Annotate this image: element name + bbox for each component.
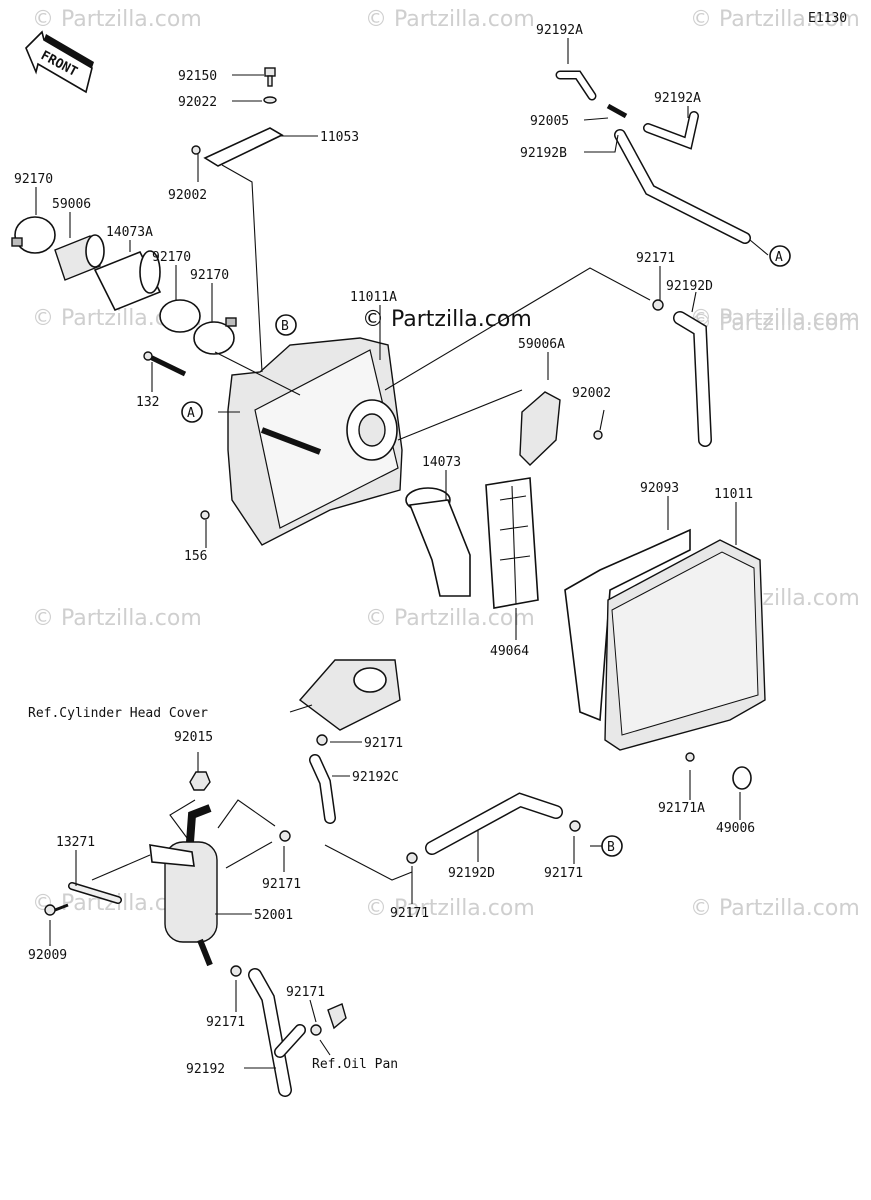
gasket-icon [564, 528, 691, 722]
hose-icon [614, 129, 751, 244]
clip-icon [316, 734, 328, 746]
callout-letter: B [281, 319, 289, 334]
part-label: 92150 [178, 69, 217, 84]
callout-circle [601, 835, 623, 857]
watermark: © Partzilla.com [690, 896, 860, 921]
callout-circle [181, 401, 203, 423]
part-label: 11011 [714, 487, 753, 502]
clamp-icon [14, 216, 56, 254]
part-label: Ref.Cylinder Head Cover [28, 706, 208, 721]
watermark: © Partzilla.com [365, 7, 535, 32]
watermark: © Partzilla.com [32, 606, 202, 631]
part-label: 92192A [536, 23, 583, 38]
part-label: 92022 [178, 95, 217, 110]
part-label: 92171 [390, 906, 429, 921]
bolt-icon [44, 904, 56, 916]
clip-icon [406, 852, 418, 864]
leader-lines [35, 38, 769, 1069]
part-label: 11011A [350, 290, 397, 305]
part-label: 92171A [658, 801, 705, 816]
part-label: 156 [184, 549, 207, 564]
part-label: 11053 [320, 130, 359, 145]
clip-icon [279, 830, 291, 842]
front-arrow-icon: FRONT [25, 30, 94, 94]
watermark: © Partzilla.com [365, 896, 535, 921]
part-label: 92005 [530, 114, 569, 129]
bolt-icon [191, 145, 201, 155]
part-label: 92093 [640, 481, 679, 496]
part-label: 92192B [520, 146, 567, 161]
bolt-icon [264, 67, 276, 77]
diagram-code: E1130 [808, 11, 847, 26]
part-label: 59006A [518, 337, 565, 352]
callout-letter: B [607, 840, 615, 855]
bracket-icon [203, 127, 284, 167]
callout-circle [275, 314, 297, 336]
screen-icon [485, 477, 539, 609]
part-label: 59006 [52, 197, 91, 212]
part-label: 92170 [14, 172, 53, 187]
part-label: 92192D [448, 866, 495, 881]
part-labels: 92150 92022 11053 92002 92170 59006 1407… [14, 23, 755, 1077]
part-label: 13271 [56, 835, 95, 850]
part-label: 14073A [106, 225, 153, 240]
clip-icon [310, 1024, 322, 1036]
part-label: 92002 [168, 188, 207, 203]
clip-icon [685, 752, 695, 762]
part-label: Ref.Oil Pan [312, 1057, 398, 1072]
part-label: 92171 [364, 736, 403, 751]
bolt-icon [143, 351, 153, 361]
watermark: © Partzilla.com [690, 306, 860, 331]
part-label: 92171 [262, 877, 301, 892]
callout-circles: A A B B [181, 245, 791, 857]
watermark: © Partzilla.com [365, 606, 535, 631]
part-label: 92171 [286, 985, 325, 1000]
washer-icon [263, 96, 277, 104]
nut-icon [189, 771, 211, 791]
watermark: © Partzilla.com [690, 7, 860, 32]
part-label: 49006 [716, 821, 755, 836]
bolt-icon [593, 430, 603, 440]
part-label: 92002 [572, 386, 611, 401]
bolt-icon [200, 510, 210, 520]
watermark: © Partzilla.com [32, 7, 202, 32]
part-label: 49064 [490, 644, 529, 659]
callout-letter: A [187, 406, 195, 421]
part-label: 92015 [174, 730, 213, 745]
part-label: 92192 [186, 1062, 225, 1077]
clip-icon [569, 820, 581, 832]
clamp-icon [159, 299, 201, 333]
watermark: © Partzilla.com [690, 311, 860, 336]
watermark-main: © Partzilla.com [362, 307, 532, 332]
part-label: 132 [136, 395, 159, 410]
part-label: 14073 [422, 455, 461, 470]
filter-element-icon [519, 391, 561, 466]
clip-icon [230, 965, 242, 977]
part-label: 92192D [666, 279, 713, 294]
part-shapes [11, 67, 766, 1097]
part-label: 92171 [544, 866, 583, 881]
callout-circle [769, 245, 791, 267]
oil-pan-fitting-icon [327, 1003, 347, 1030]
clip-icon [652, 299, 664, 311]
part-label: 92171 [206, 1015, 245, 1030]
part-label: 92009 [28, 948, 67, 963]
part-label: 52001 [254, 908, 293, 923]
part-label: 92192C [352, 770, 399, 785]
cylinder-head-cover-icon [298, 659, 401, 731]
part-label: 92170 [190, 268, 229, 283]
cap-icon [732, 766, 752, 790]
part-label: 92170 [152, 250, 191, 265]
clamp-icon [193, 321, 235, 355]
callout-letter: A [775, 250, 783, 265]
part-label: 92171 [636, 251, 675, 266]
part-label: 92192A [654, 91, 701, 106]
